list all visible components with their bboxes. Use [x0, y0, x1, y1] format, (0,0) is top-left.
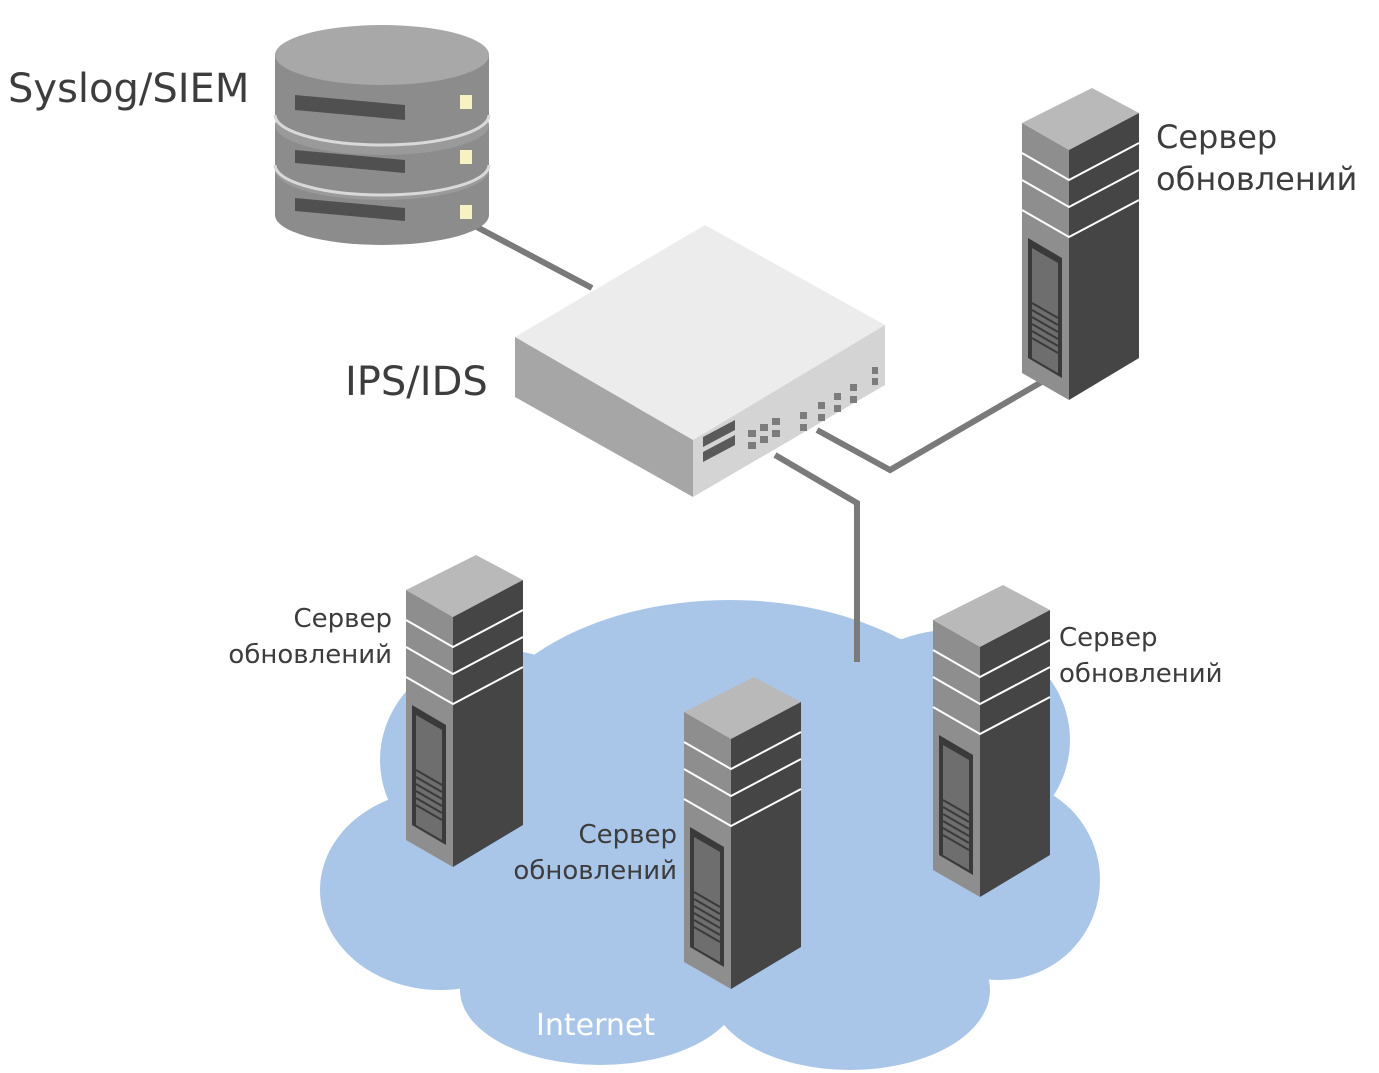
ips-label: IPS/IDS	[345, 359, 488, 405]
server-right-label-line1: Сервер	[1059, 623, 1157, 653]
siem-label: Syslog/SIEM	[8, 66, 249, 112]
server-top-label-line1: Сервер	[1156, 118, 1277, 156]
server-center-label-line1: Сервер	[579, 820, 677, 850]
server-icon-center	[683, 677, 802, 989]
link-siem-ips	[471, 222, 594, 291]
link-ips-update-server	[815, 377, 1047, 474]
database-icon	[273, 25, 491, 245]
server-left-label-line1: Сервер	[294, 604, 392, 634]
link-ips-internet	[773, 452, 860, 662]
server-right-label-line2: обновлений	[1059, 659, 1223, 689]
internet-label: Internet	[536, 1008, 655, 1043]
server-top-label-line2: обновлений	[1156, 160, 1357, 198]
server-center-label-line2: обновлений	[513, 856, 677, 886]
server-left-label-line2: обновлений	[228, 640, 392, 670]
server-icon-top	[1021, 88, 1140, 400]
network-links	[471, 222, 1047, 662]
appliance-icon	[515, 225, 885, 497]
server-icon-left	[405, 555, 524, 867]
server-icon-right	[932, 585, 1051, 897]
internet-cloud	[320, 600, 1100, 1070]
